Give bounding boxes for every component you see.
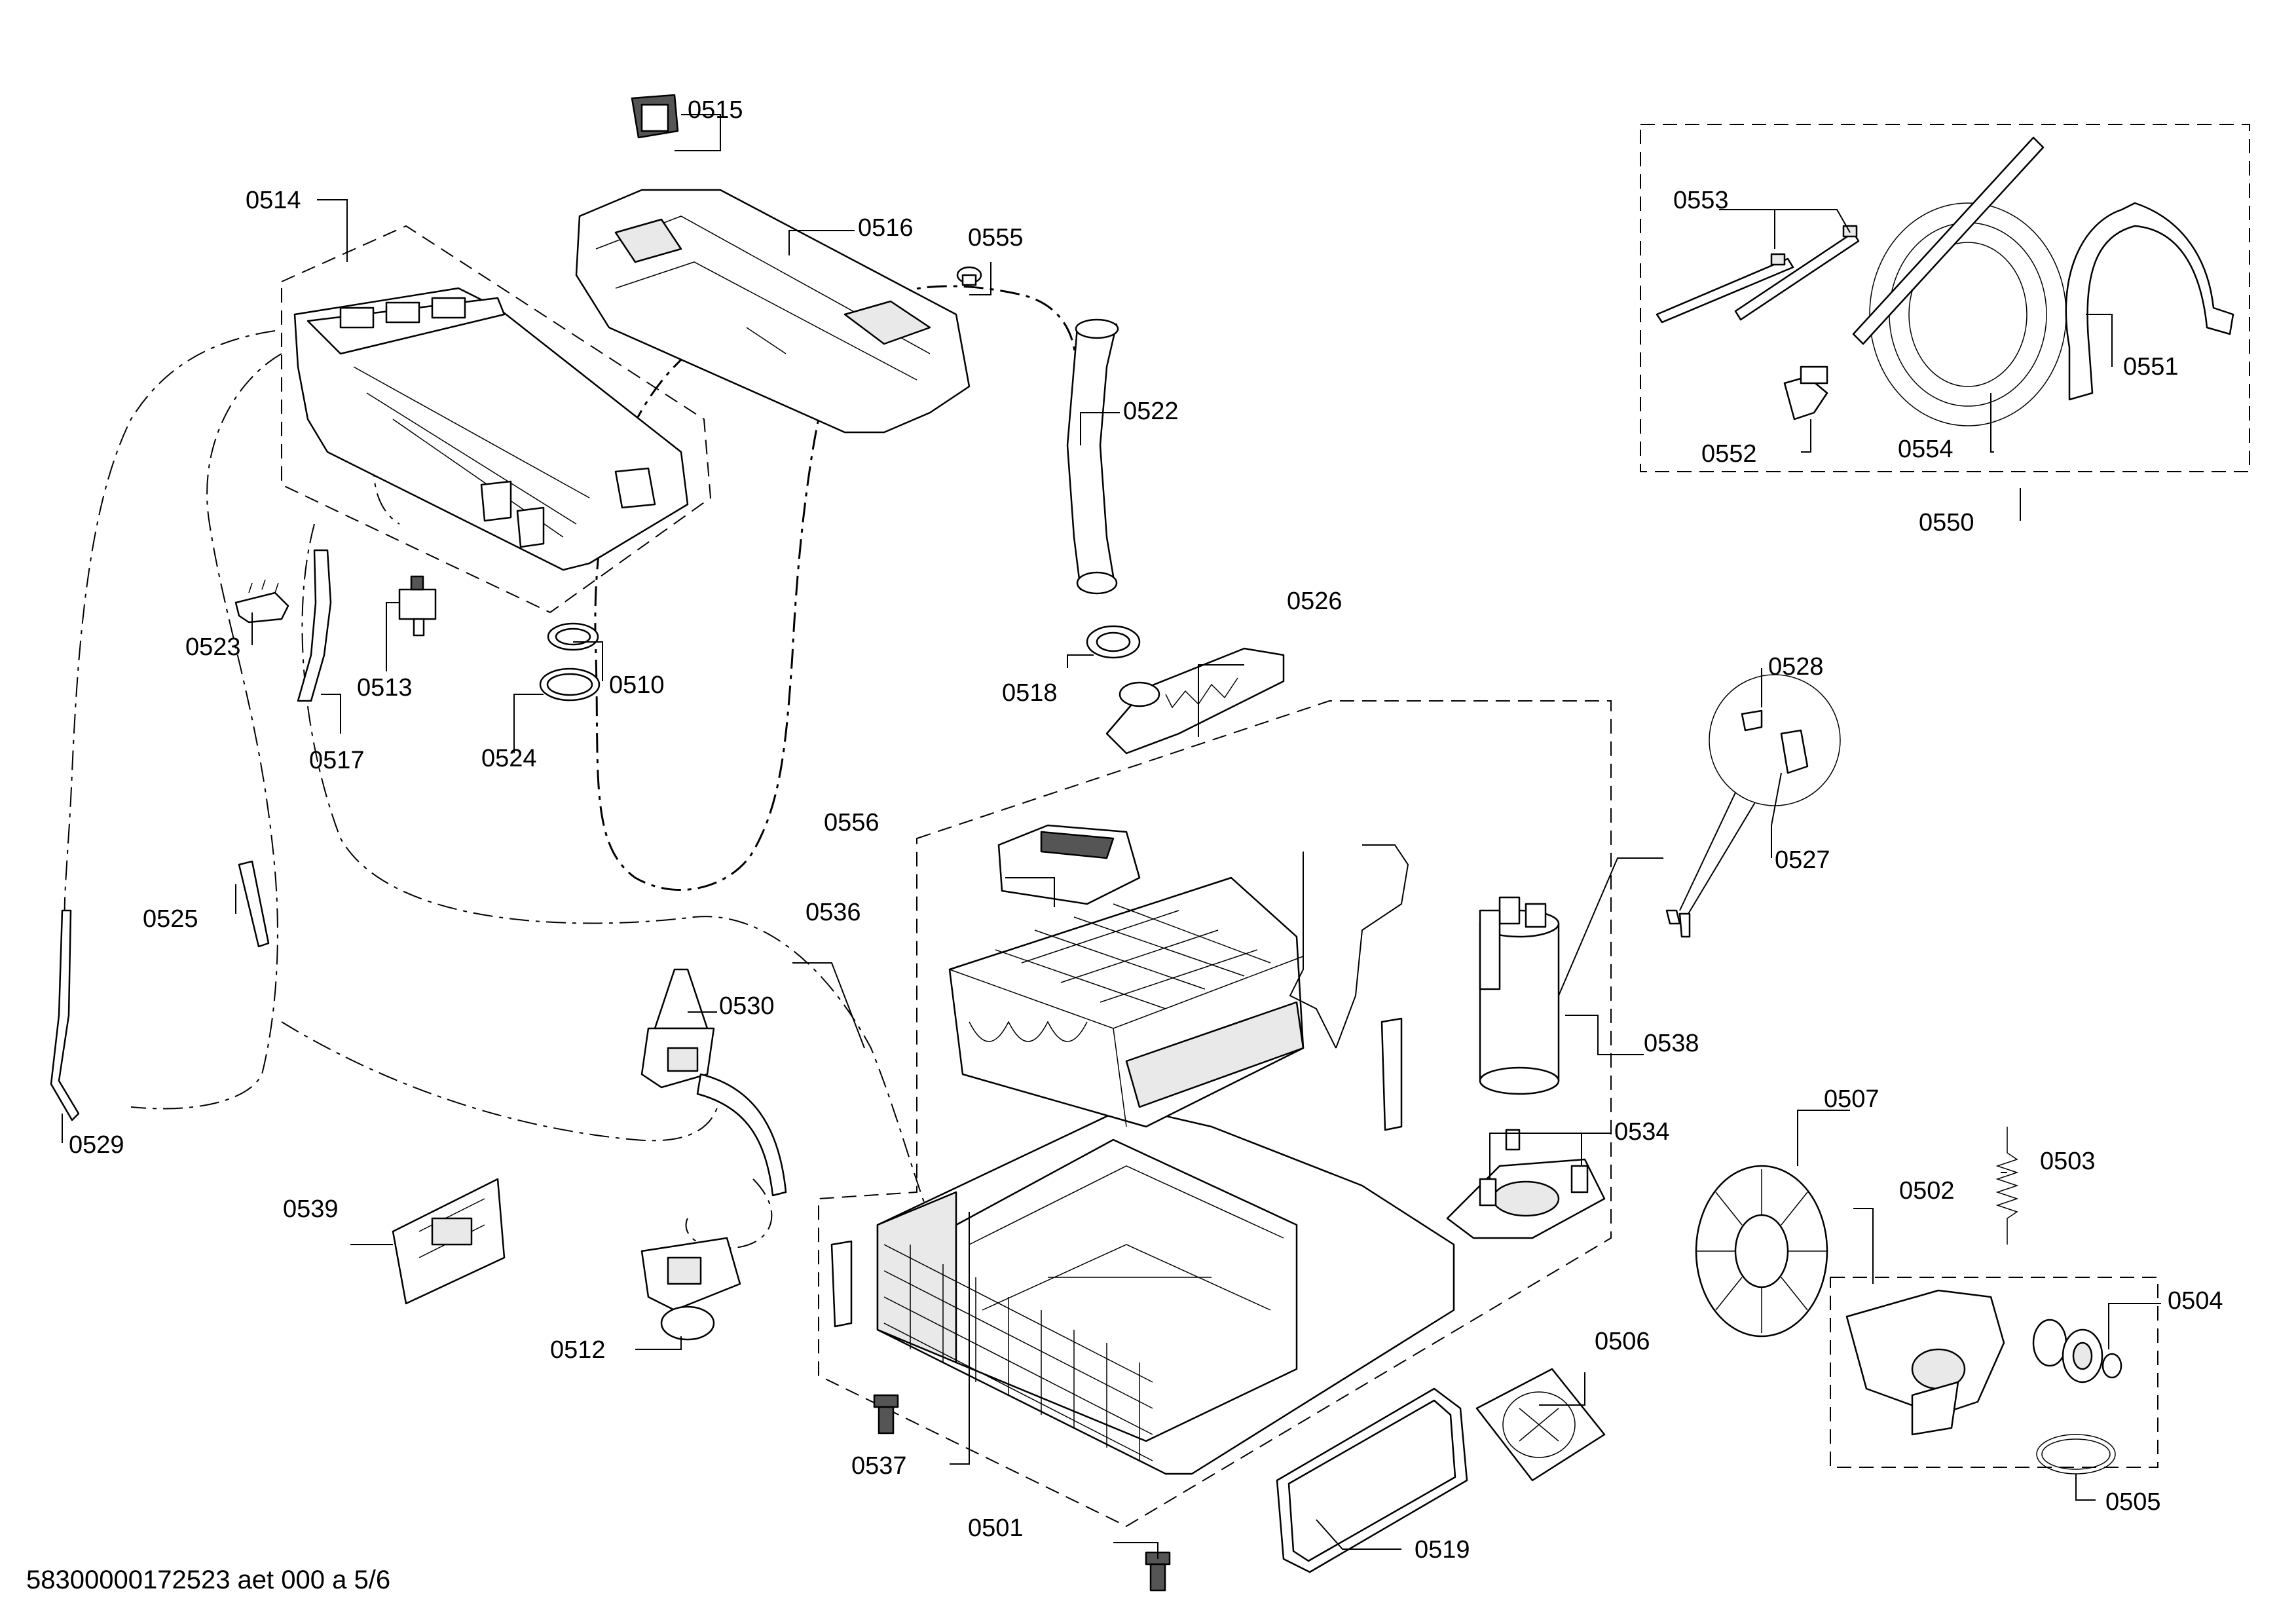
filter-housing-0514: [281, 225, 712, 614]
label-0536: 0536: [805, 899, 861, 926]
valve-0512: [640, 1237, 741, 1341]
label-0530: 0530: [719, 992, 775, 1020]
label-0515: 0515: [688, 96, 743, 124]
heat-exchanger-0536: [948, 876, 1305, 1128]
label-0507: 0507: [1824, 1085, 1879, 1113]
label-0503: 0503: [2040, 1148, 2096, 1175]
label-0522: 0522: [1123, 398, 1179, 425]
label-0539: 0539: [283, 1195, 339, 1223]
label-0529: 0529: [69, 1131, 124, 1159]
label-0527: 0527: [1775, 846, 1830, 874]
label-0523: 0523: [185, 633, 241, 661]
valve-0513: [398, 575, 437, 637]
honeycomb-grid: [883, 1244, 1153, 1461]
spring-0503: [1995, 1127, 2019, 1245]
label-0537: 0537: [851, 1452, 907, 1480]
gasket-0519: [1276, 1387, 1468, 1573]
bracket-0539: [392, 1178, 506, 1305]
document-id: 58300000172523 aet 000 a 5/6: [26, 1566, 390, 1594]
label-0501: 0501: [968, 1514, 1024, 1542]
mount-0534: [1446, 1129, 1606, 1239]
clip-0515: [631, 94, 679, 139]
bracket-0526: [1105, 647, 1285, 755]
label-0553: 0553: [1673, 187, 1729, 214]
module-0556: [997, 824, 1141, 905]
label-0518: 0518: [1002, 679, 1058, 707]
compressor-0538: [1479, 896, 1560, 1095]
accessory-kit-0550: [1640, 124, 2250, 472]
label-0550: 0550: [1919, 509, 1974, 536]
label-0556: 0556: [824, 809, 880, 836]
label-0504: 0504: [2168, 1287, 2223, 1315]
label-0514: 0514: [246, 187, 301, 214]
top-cover-0516: [575, 189, 971, 434]
hose-0517: [297, 549, 332, 702]
label-0555: 0555: [968, 224, 1024, 252]
refrigerant-pipes: [1289, 844, 1409, 1131]
label-0513: 0513: [357, 674, 413, 702]
part-number-labels: 0514 0515 0516 0555 0522 0523 0513 0510 …: [69, 96, 2223, 1564]
fan-wheel-0507: [1695, 1165, 1828, 1338]
hose-0525: [238, 860, 270, 948]
label-0516: 0516: [858, 214, 914, 242]
clip-0523: [234, 579, 289, 624]
label-0519: 0519: [1415, 1536, 1470, 1564]
hose-routing: [64, 285, 1077, 1249]
leader-lines: [62, 114, 2161, 1559]
label-0524: 0524: [481, 745, 537, 772]
screw-0537: [873, 1394, 899, 1435]
fan-0506: [1475, 1368, 1606, 1482]
label-0534: 0534: [1614, 1118, 1670, 1146]
rings-0510-0524: [539, 622, 601, 702]
sensor-detail-0527-0528: [1665, 674, 1841, 938]
label-0525: 0525: [143, 905, 198, 933]
pump-0530: [640, 968, 787, 1197]
label-0512: 0512: [550, 1336, 606, 1364]
label-0505: 0505: [2105, 1488, 2161, 1516]
seal-ring-0518: [1086, 625, 1141, 659]
hose-0522: [1066, 318, 1119, 595]
label-0538: 0538: [1644, 1030, 1699, 1057]
label-0526: 0526: [1287, 588, 1342, 615]
base-assembly: [818, 700, 1612, 1528]
label-0551: 0551: [2123, 353, 2179, 381]
cap-0555: [956, 266, 982, 286]
label-0528: 0528: [1768, 653, 1824, 681]
label-0517: 0517: [309, 747, 365, 774]
label-0554: 0554: [1898, 436, 1953, 463]
label-0506: 0506: [1595, 1328, 1650, 1355]
label-0510: 0510: [609, 671, 665, 699]
hose-0529: [50, 909, 80, 1121]
label-0552: 0552: [1701, 440, 1757, 468]
label-0502: 0502: [1899, 1177, 1955, 1205]
